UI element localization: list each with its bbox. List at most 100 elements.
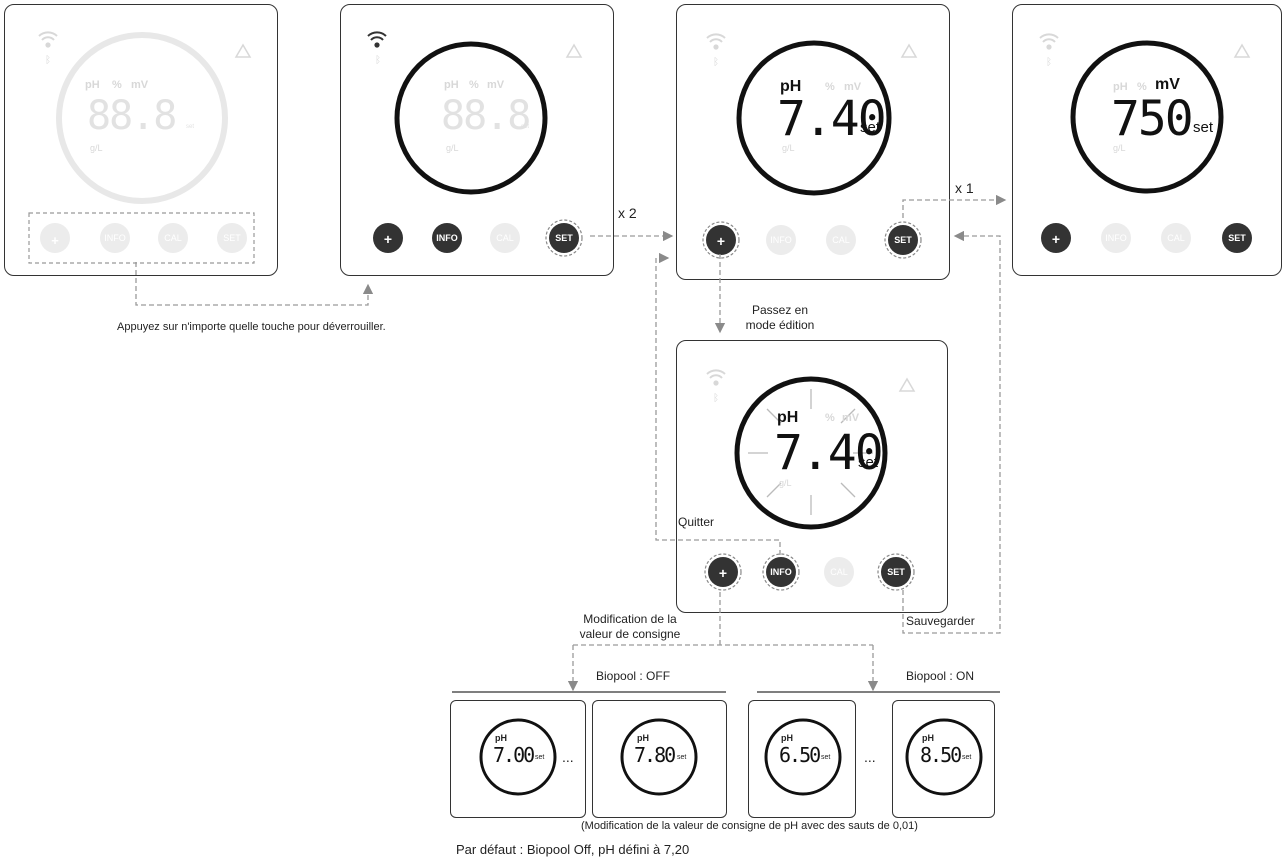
warning-icon	[900, 43, 918, 58]
warning-icon	[898, 377, 916, 392]
display-ring	[620, 718, 698, 796]
display-ring	[905, 718, 983, 796]
mini-panel-ph-850: pH 8.50 set	[892, 700, 995, 818]
set-button[interactable]: SET	[894, 235, 912, 245]
mv-indicator: mV	[1155, 76, 1180, 93]
percent-indicator: %	[112, 79, 122, 91]
modify-label-line1: Modification de la	[583, 612, 677, 626]
set-button[interactable]: SET	[223, 233, 241, 243]
set-button[interactable]: SET	[1228, 233, 1246, 243]
gl-indicator: g/L	[90, 143, 103, 153]
x2-label: x 2	[618, 205, 637, 221]
bluetooth-icon: ᛒ	[45, 55, 51, 66]
info-button[interactable]: INFO	[770, 235, 792, 245]
bluetooth-icon: ᛒ	[713, 57, 719, 68]
ph-indicator: pH	[495, 733, 507, 743]
set-indicator: set	[858, 454, 879, 471]
info-button[interactable]: INFO	[770, 567, 792, 577]
mv-indicator: mV	[844, 81, 862, 93]
info-button[interactable]: INFO	[1105, 233, 1127, 243]
device-panel-edit-mode: ᛒ pH % mV 7.40 set g/L	[676, 340, 948, 613]
save-label: Sauvegarder	[906, 614, 975, 628]
panel-graphics: ᛒ	[367, 31, 583, 257]
set-indicator: set	[1193, 119, 1214, 136]
gl-indicator: g/L	[446, 143, 459, 153]
mv-indicator: mV	[131, 79, 149, 91]
edit-mode-label-line2: mode édition	[745, 318, 815, 332]
set-indicator: set	[962, 754, 972, 761]
cal-button[interactable]: CAL	[496, 233, 514, 243]
wifi-icon	[706, 33, 726, 50]
cal-button[interactable]: CAL	[832, 235, 850, 245]
device-panel-locked: ᛒ pH % mV 88.8 set g/L + INFO CAL SET	[4, 4, 278, 276]
gl-indicator: g/L	[779, 478, 792, 488]
x1-label: x 1	[955, 180, 974, 196]
ph-indicator: pH	[777, 409, 799, 426]
mini-panel-ph-650: pH 6.50 set	[748, 700, 856, 818]
display-ring	[736, 40, 892, 196]
info-button[interactable]: INFO	[436, 233, 458, 243]
ph-indicator: pH	[922, 733, 934, 743]
cal-button[interactable]: CAL	[830, 567, 848, 577]
set-indicator: set	[186, 124, 195, 130]
ph-setpoint-value: 8.50	[920, 743, 962, 767]
cal-button[interactable]: CAL	[1167, 233, 1185, 243]
plus-button[interactable]: +	[383, 231, 393, 247]
set-button[interactable]: SET	[887, 567, 905, 577]
ph-indicator: pH	[637, 733, 649, 743]
quit-label: Quitter	[678, 515, 715, 529]
step-note: (Modification de la valeur de consigne d…	[581, 820, 918, 832]
gl-indicator: g/L	[1113, 143, 1126, 153]
plus-button[interactable]: +	[716, 233, 726, 249]
bluetooth-icon: ᛒ	[375, 55, 381, 66]
wifi-icon	[706, 369, 726, 386]
biopool-off-label: Biopool : OFF	[596, 669, 671, 683]
set-indicator: set	[521, 124, 530, 130]
ellipsis-on: ...	[864, 749, 876, 765]
set-indicator: set	[860, 119, 881, 136]
mv-indicator: mV	[842, 412, 860, 424]
ph-indicator: pH	[780, 78, 802, 95]
device-panel-unlocked: ᛒ pH % mV 88.8 set g/L + INFO CAL SET	[340, 4, 614, 276]
mini-panel-ph-700: pH 7.00 set	[450, 700, 586, 818]
plus-button-bg	[40, 223, 70, 253]
display-ring	[479, 718, 557, 796]
edit-mode-label-line1: Passez en	[751, 303, 809, 317]
gl-indicator: g/L	[782, 143, 795, 153]
cal-button[interactable]: CAL	[164, 233, 182, 243]
segment-display: 88.8	[441, 93, 531, 139]
set-button[interactable]: SET	[555, 233, 573, 243]
ph-setpoint-value: 7.40	[777, 91, 887, 147]
ph-setpoint-value: 7.40	[774, 425, 884, 481]
percent-indicator: %	[825, 81, 835, 93]
wifi-icon	[38, 31, 58, 48]
info-button[interactable]: INFO	[104, 233, 126, 243]
warning-icon	[1233, 43, 1251, 58]
percent-indicator: %	[825, 412, 835, 424]
plus-button[interactable]: +	[1051, 231, 1061, 247]
plus-button[interactable]: +	[718, 565, 728, 581]
display-ring	[394, 41, 548, 195]
wifi-icon	[1039, 33, 1059, 50]
display-ring	[1070, 40, 1224, 194]
ph-indicator: pH	[1113, 81, 1128, 93]
mv-value: 750	[1111, 91, 1194, 147]
set-indicator: set	[677, 754, 687, 761]
percent-indicator: %	[1137, 81, 1147, 93]
mini-panel-ph-780: pH 7.80 set	[592, 700, 727, 818]
plus-button[interactable]: +	[51, 233, 59, 248]
ph-setpoint-value: 7.80	[634, 743, 676, 767]
modify-label-line2: valeur de consigne	[579, 627, 681, 641]
panel-graphics: ᛒ	[1039, 33, 1252, 253]
ph-indicator: pH	[85, 79, 100, 91]
ph-setpoint-value: 7.00	[493, 743, 535, 767]
display-ring	[764, 718, 842, 796]
bluetooth-icon: ᛒ	[1046, 57, 1052, 68]
ph-setpoint-value: 6.50	[779, 743, 821, 767]
ellipsis-off: ...	[562, 749, 574, 765]
set-indicator: set	[535, 754, 545, 761]
bluetooth-icon: ᛒ	[713, 393, 719, 404]
mv-indicator: mV	[487, 79, 505, 91]
ph-indicator: pH	[781, 733, 793, 743]
